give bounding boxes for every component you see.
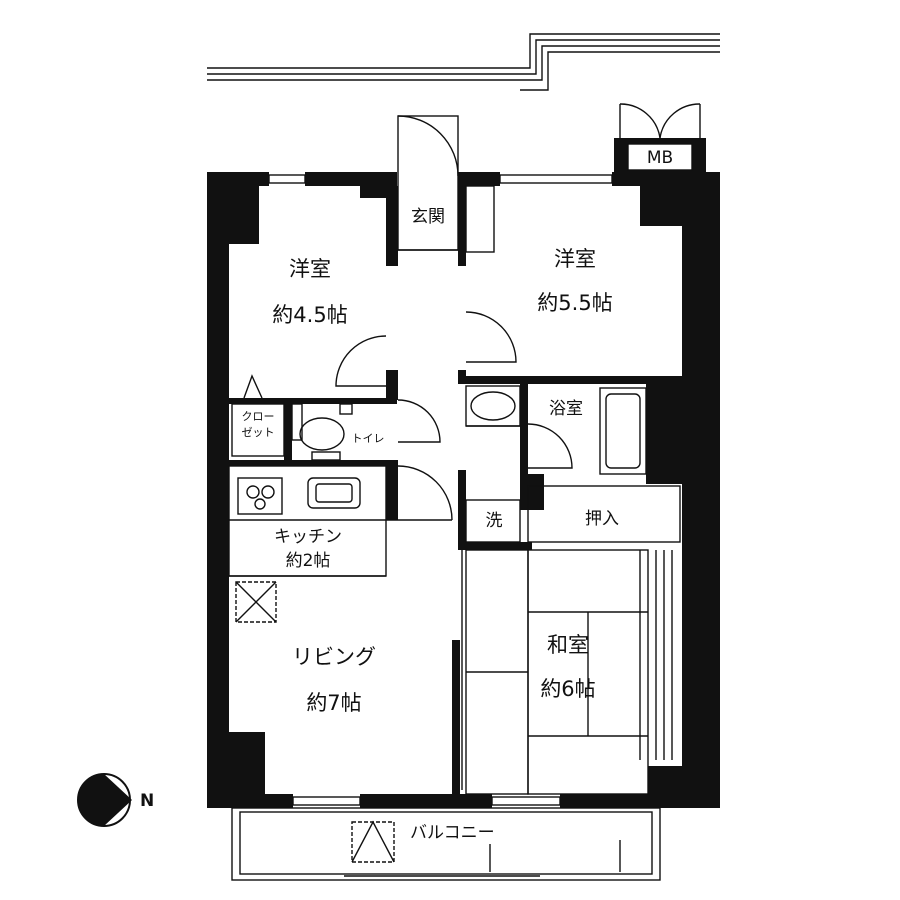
western-room-2-name: 洋室 — [554, 247, 596, 271]
bathroom-label: 浴室 — [549, 399, 583, 419]
meter-box-label: MB — [647, 148, 673, 168]
windows — [268, 174, 613, 806]
balcony — [231, 807, 661, 881]
storage-label: 押入 — [585, 509, 619, 529]
kitchen-size: 約2帖 — [286, 551, 331, 571]
door-swings — [335, 103, 701, 521]
living-hatch — [235, 581, 277, 623]
japanese-room-size: 約6帖 — [540, 677, 595, 701]
outer-walls — [207, 172, 720, 808]
japanese-room-name: 和室 — [547, 633, 589, 657]
closet — [231, 374, 285, 457]
closet-label-line2: ゼット — [242, 426, 275, 439]
compass-label: N — [140, 791, 154, 811]
balcony-label: バルコニー — [410, 823, 495, 843]
western-room-1-name: 洋室 — [289, 257, 331, 281]
toilet-fixture — [291, 403, 353, 461]
kitchen-name: キッチン — [274, 527, 342, 547]
interior-walls — [229, 186, 682, 794]
living-name: リビング — [292, 645, 376, 669]
meter-box — [614, 138, 706, 172]
laundry-label: 洗 — [486, 511, 503, 531]
stove — [237, 477, 283, 515]
western-room-1-size: 約4.5帖 — [272, 303, 347, 327]
corridor-railing — [207, 33, 720, 91]
kitchen-sink — [307, 477, 361, 509]
toilet-label: トイレ — [352, 432, 385, 445]
bathtub — [599, 387, 647, 475]
compass-icon — [77, 773, 132, 827]
closet-label-line1: クロー — [242, 410, 275, 423]
living-size: 約7帖 — [306, 691, 361, 715]
entrance-label: 玄関 — [411, 207, 445, 227]
partitions — [228, 115, 681, 795]
western-room-2-size: 約5.5帖 — [537, 291, 612, 315]
room-labels: 洋室 約4.5帖 洋室 約5.5帖 玄関 MB クロー ゼット トイレ 浴室 洗… — [140, 148, 673, 843]
washbasin — [465, 385, 521, 543]
